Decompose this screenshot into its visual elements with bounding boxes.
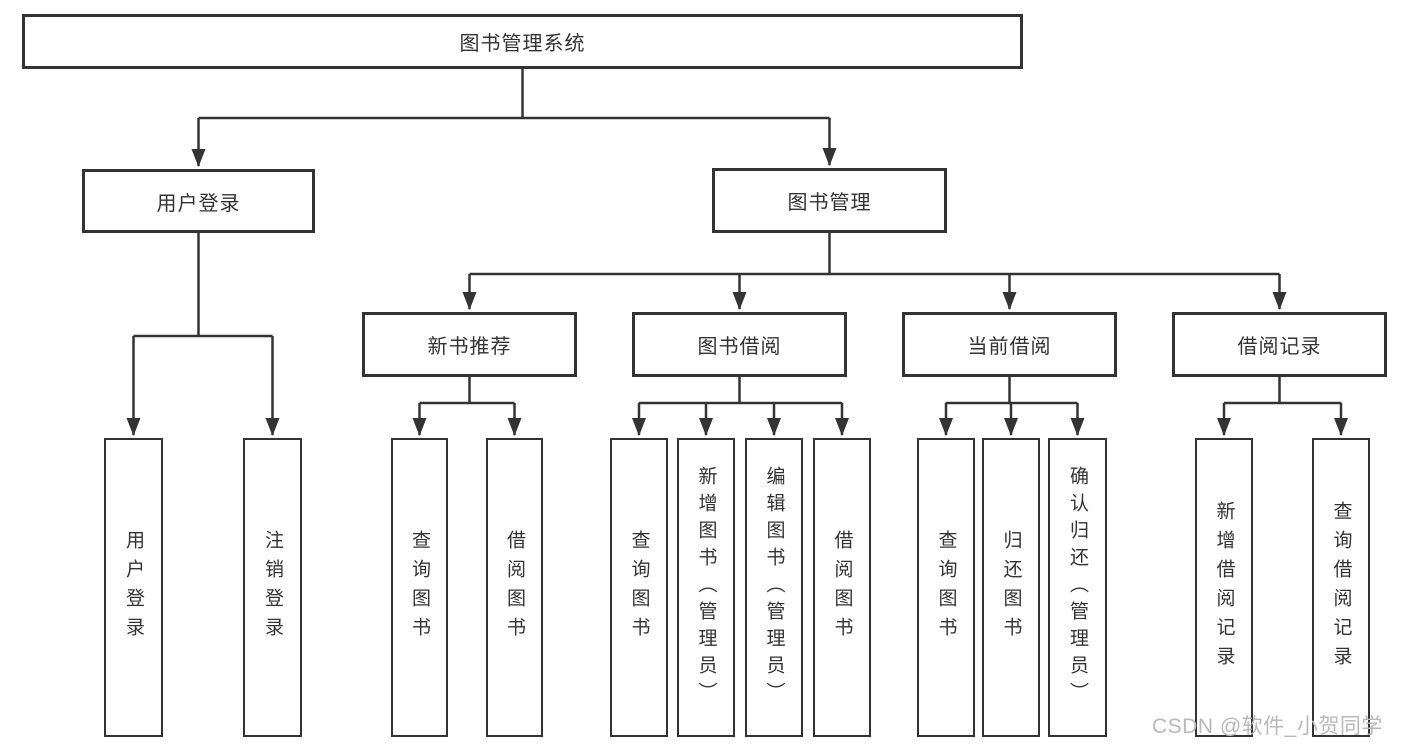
leaf-confirm-return-admin: 确认归还（管理员） bbox=[1048, 438, 1107, 737]
leaf-query-books-current-label: 查询图书 bbox=[935, 529, 957, 646]
node-book-management-label: 图书管理 bbox=[787, 192, 872, 214]
leaf-return-book: 归还图书 bbox=[982, 438, 1040, 737]
node-borrow-records-label: 借阅记录 bbox=[1237, 336, 1322, 358]
leaf-edit-book-admin: 编辑图书（管理员） bbox=[745, 438, 803, 737]
leaf-query-books-recommend: 查询图书 bbox=[391, 438, 448, 737]
node-current-borrow-label: 当前借阅 bbox=[967, 336, 1052, 358]
leaf-add-borrow-record-label: 新增借阅记录 bbox=[1213, 500, 1235, 675]
leaf-query-books-recommend-label: 查询图书 bbox=[409, 529, 430, 646]
leaf-confirm-return-admin-label: 确认归还（管理员） bbox=[1067, 466, 1088, 709]
node-root-system: 图书管理系统 bbox=[22, 14, 1023, 69]
leaf-add-borrow-record: 新增借阅记录 bbox=[1195, 438, 1253, 737]
leaf-user-login: 用户登录 bbox=[104, 438, 163, 737]
leaf-logout-label: 注销登录 bbox=[262, 529, 283, 646]
leaf-query-books-borrow: 查询图书 bbox=[610, 438, 668, 737]
leaf-edit-book-admin-label: 编辑图书（管理员） bbox=[763, 466, 785, 709]
leaf-query-books-borrow-label: 查询图书 bbox=[628, 529, 650, 646]
node-root-label: 图书管理系统 bbox=[459, 33, 586, 55]
node-user-login: 用户登录 bbox=[82, 169, 315, 233]
node-current-borrow: 当前借阅 bbox=[902, 312, 1117, 377]
node-book-management: 图书管理 bbox=[712, 168, 947, 233]
leaf-add-book-admin: 新增图书（管理员） bbox=[677, 438, 735, 737]
node-book-borrow: 图书借阅 bbox=[632, 312, 847, 377]
leaf-query-books-current: 查询图书 bbox=[917, 438, 975, 737]
leaf-borrow-books-label: 借阅图书 bbox=[831, 529, 853, 646]
leaf-user-login-label: 用户登录 bbox=[123, 529, 144, 646]
node-user-login-label: 用户登录 bbox=[156, 192, 241, 215]
node-new-book-recommend-label: 新书推荐 bbox=[427, 336, 512, 358]
node-book-borrow-label: 图书借阅 bbox=[697, 336, 782, 358]
node-new-book-recommend: 新书推荐 bbox=[362, 312, 577, 377]
watermark: CSDN @软件_小贺同学 bbox=[1152, 715, 1383, 738]
leaf-query-borrow-record: 查询借阅记录 bbox=[1312, 438, 1370, 737]
node-borrow-records: 借阅记录 bbox=[1172, 312, 1387, 377]
leaf-borrow-books: 借阅图书 bbox=[813, 438, 871, 737]
leaf-add-book-admin-label: 新增图书（管理员） bbox=[695, 466, 717, 709]
leaf-borrow-books-recommend: 借阅图书 bbox=[486, 438, 543, 737]
leaf-logout: 注销登录 bbox=[243, 438, 302, 737]
leaf-query-borrow-record-label: 查询借阅记录 bbox=[1330, 500, 1352, 675]
leaf-borrow-books-recommend-label: 借阅图书 bbox=[504, 529, 525, 646]
leaf-return-book-label: 归还图书 bbox=[1000, 529, 1022, 646]
